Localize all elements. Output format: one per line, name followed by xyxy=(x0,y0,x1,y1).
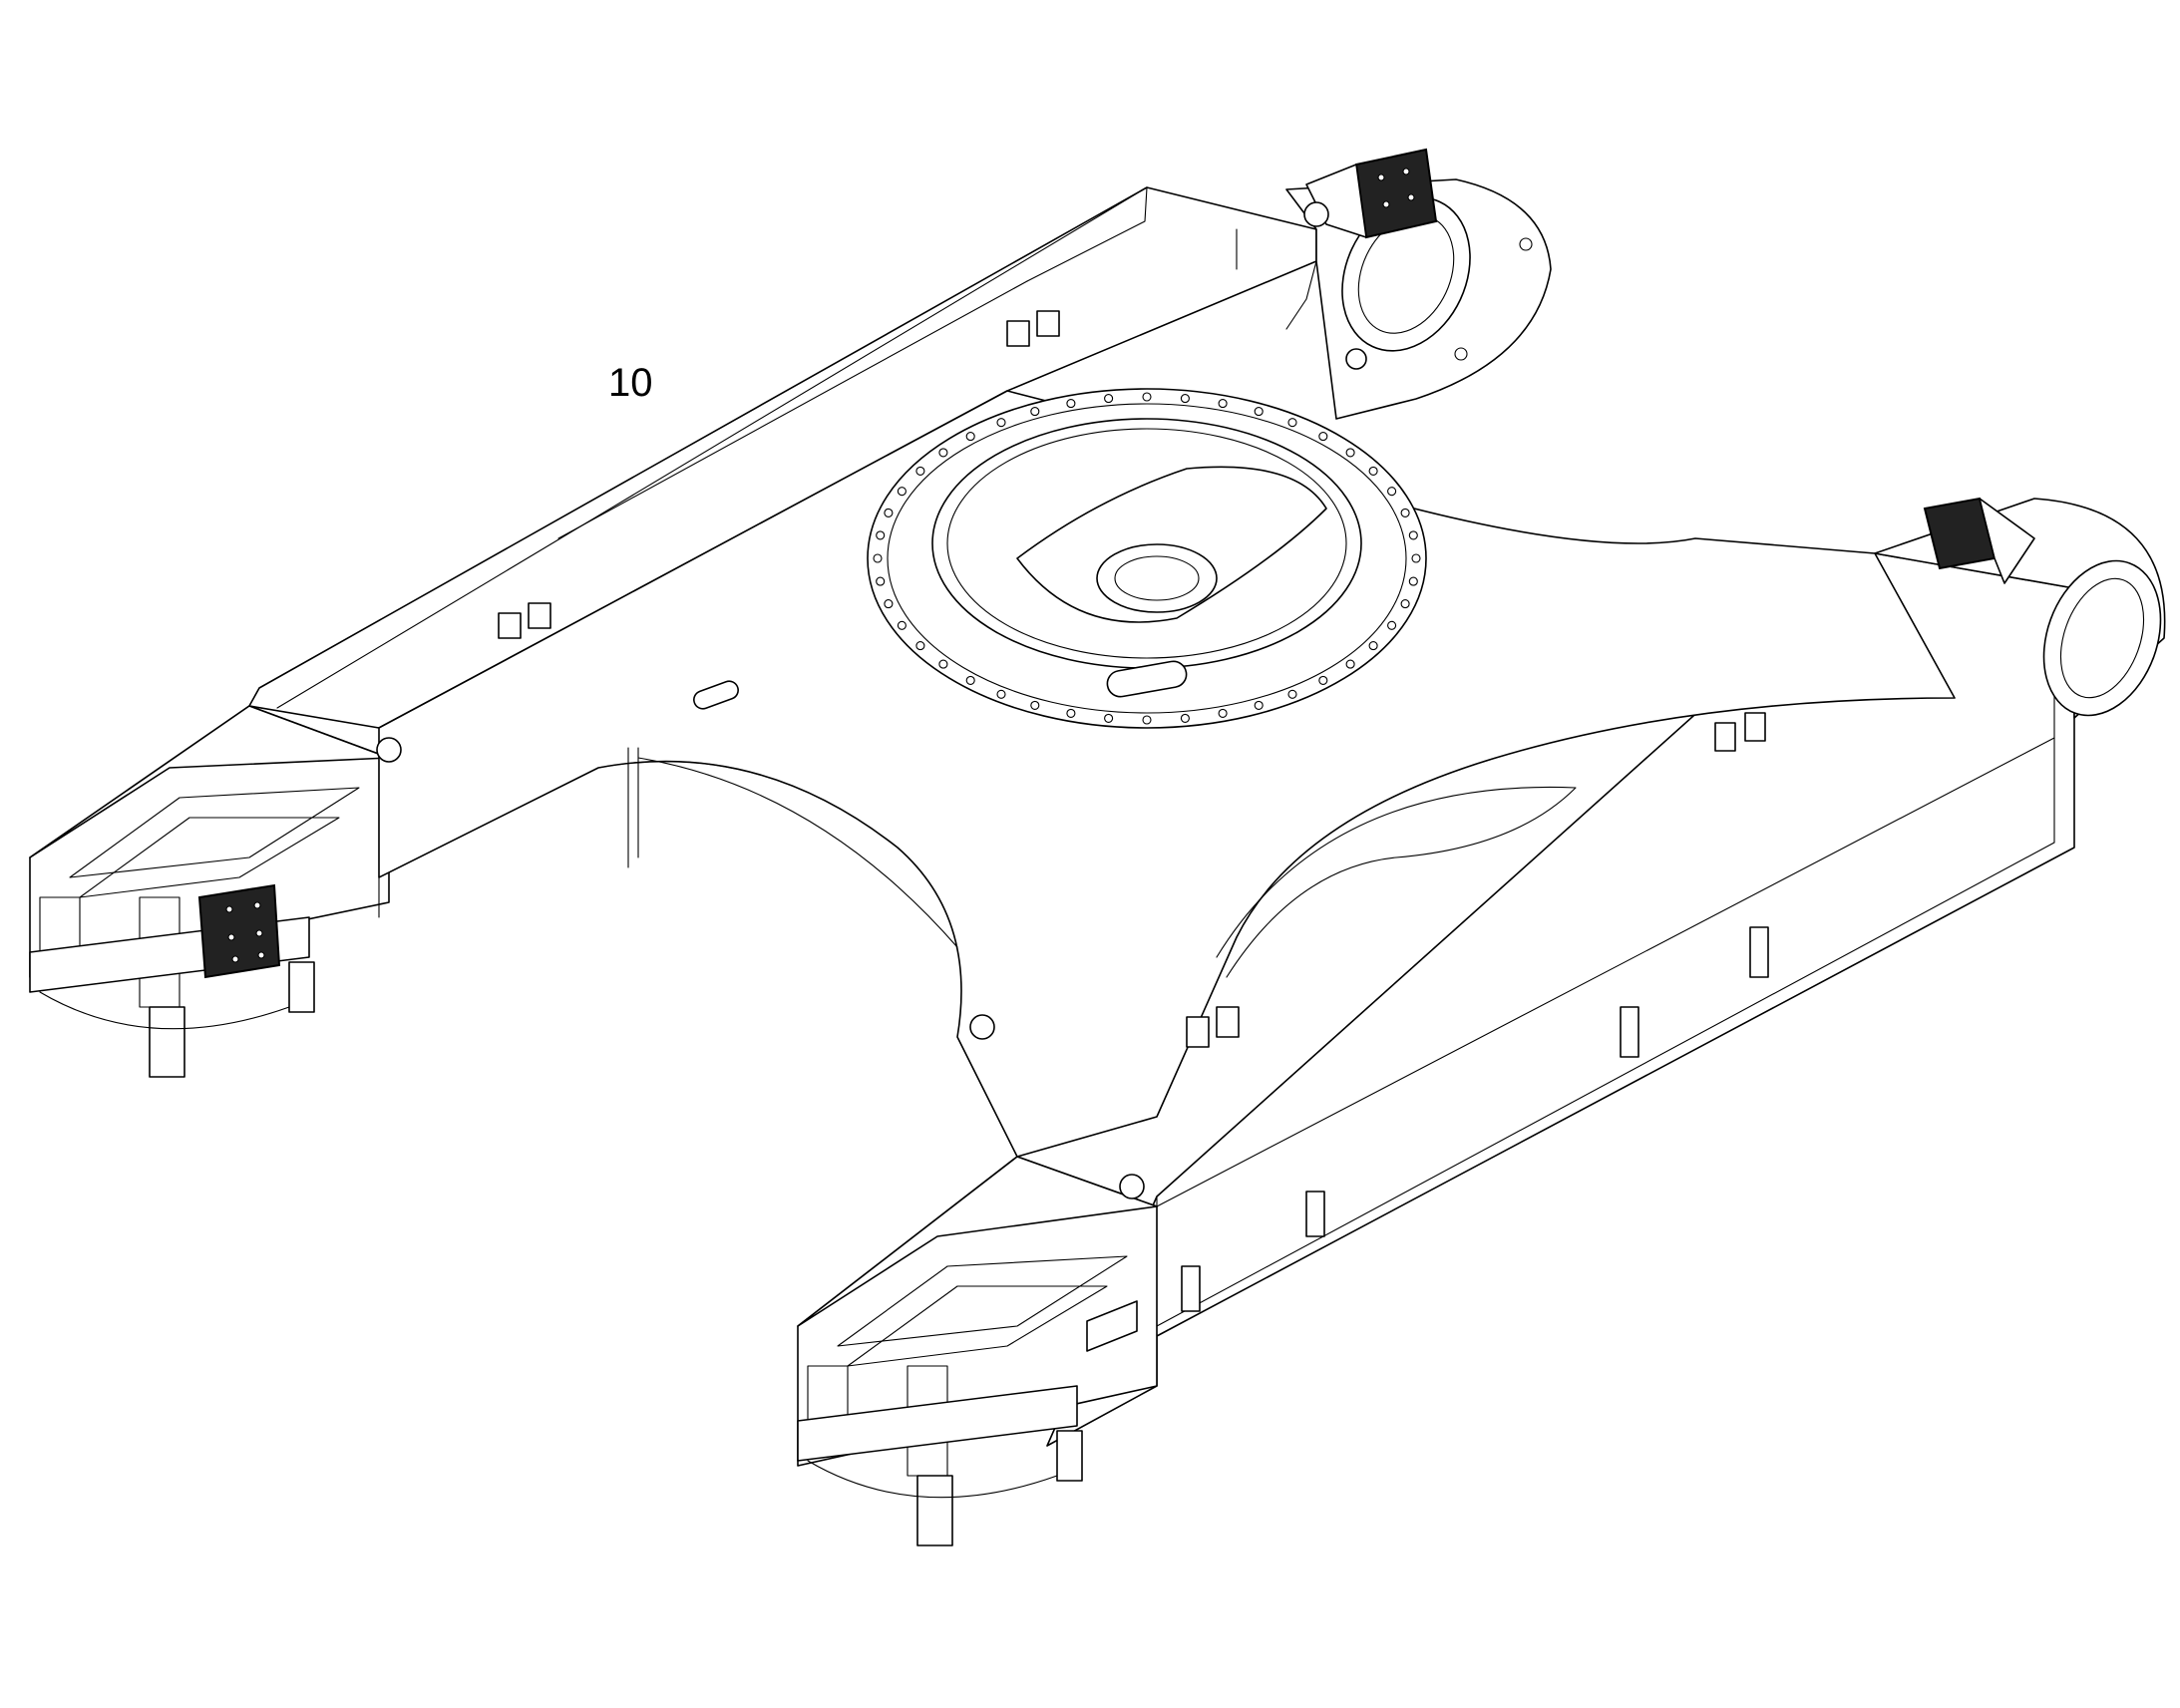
ring-bolt-hole xyxy=(1387,620,1397,630)
ring-bolt-hole xyxy=(884,508,894,517)
ring-bolt-hole xyxy=(876,530,886,540)
ring-bolt-hole xyxy=(915,466,925,476)
ring-bolt-hole xyxy=(1142,392,1152,402)
ring-bolt-hole xyxy=(996,418,1006,428)
ring-bolt-hole xyxy=(1066,708,1076,718)
ring-bolt-hole xyxy=(996,689,1006,699)
ring-bolt-hole xyxy=(1254,407,1264,417)
callout-10: 10 xyxy=(608,361,653,405)
ring-bolt-hole xyxy=(1218,399,1228,409)
ring-bolt-hole xyxy=(1400,508,1410,517)
ring-bolt-hole xyxy=(1411,553,1421,563)
ring-bolt-hole xyxy=(1180,713,1190,723)
ring-bolt-hole xyxy=(1287,418,1297,428)
ring-bolt-hole xyxy=(1218,708,1228,718)
ring-bolt-hole xyxy=(965,432,975,442)
ring-bolt-hole xyxy=(897,487,907,497)
ring-bolt-hole xyxy=(1287,689,1297,699)
ring-bolt-hole xyxy=(1345,659,1355,669)
right-track-frame xyxy=(797,497,2166,1546)
ring-bolt-hole xyxy=(1030,700,1040,710)
ring-bolt-hole xyxy=(1400,599,1410,609)
ring-bolt-hole xyxy=(884,599,894,609)
ring-bolt-hole xyxy=(1066,399,1076,409)
ring-bolt-hole xyxy=(1142,715,1152,725)
ring-bolt-hole xyxy=(938,659,948,669)
ring-bolt-hole xyxy=(1030,407,1040,417)
ring-bolt-hole xyxy=(1408,530,1418,540)
ring-bolt-hole xyxy=(876,576,886,586)
ring-bolt-hole xyxy=(1104,713,1114,723)
ring-bolt-hole xyxy=(1318,432,1328,442)
ring-bolt-hole xyxy=(1104,394,1114,404)
ring-bolt-hole xyxy=(1180,394,1190,404)
ring-bolt-hole xyxy=(1368,641,1378,651)
drive-bracket-left xyxy=(1285,148,1552,420)
ring-bolt-hole xyxy=(1254,700,1264,710)
ring-bolt-hole xyxy=(938,448,948,458)
ring-bolt-hole xyxy=(965,675,975,685)
ring-bolt-hole xyxy=(1387,487,1397,497)
ring-bolt-hole xyxy=(1408,576,1418,586)
swing-bearing-ring xyxy=(867,388,1427,729)
ring-bolt-hole xyxy=(1318,675,1328,685)
pin-bosses xyxy=(376,201,1367,1199)
ring-bolt-hole xyxy=(1368,466,1378,476)
ring-bolt-hole xyxy=(873,553,883,563)
ring-bolt-hole xyxy=(915,641,925,651)
ring-bolt-hole xyxy=(897,620,907,630)
track-guide-brackets xyxy=(498,310,1766,1048)
ring-bolt-hole xyxy=(1345,448,1355,458)
